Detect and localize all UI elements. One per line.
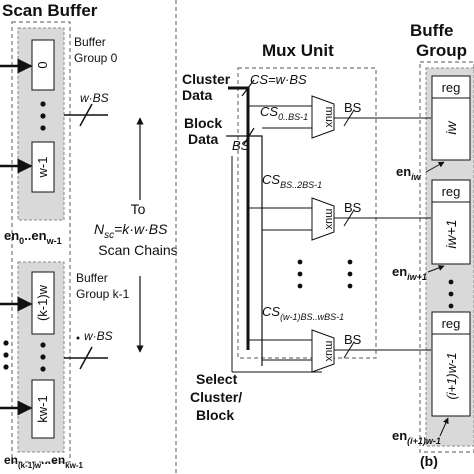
group0-label-2: Group 0 — [74, 51, 118, 65]
bus-slash — [79, 346, 93, 370]
en-iw1: eniw+1 — [392, 264, 427, 282]
block-line — [226, 135, 263, 366]
dot — [297, 271, 303, 277]
out-bs-3: BS — [344, 332, 362, 347]
cs0-label: CS0..BS-1 — [260, 104, 308, 122]
dot — [40, 125, 46, 131]
mux-3-label: mux — [323, 341, 335, 362]
out-bs-1: BS — [344, 100, 362, 115]
dot — [347, 283, 353, 289]
bus-width-top: w·BS — [80, 91, 109, 105]
buffer-cell-w-1-label: w-1 — [35, 157, 50, 179]
buffer-cell-0-label: 0 — [35, 61, 50, 68]
buffer-group-container — [419, 61, 474, 453]
buffer-group-title-1: Buffe — [410, 21, 453, 40]
scan-buffer-title: Scan Buffer — [2, 1, 98, 20]
to-label-1: To — [131, 201, 146, 217]
reg-iw1-label: iw+1 — [443, 219, 459, 248]
mux-unit-container — [237, 67, 377, 359]
cluster-data-2: Data — [182, 87, 213, 103]
slash — [343, 341, 355, 359]
reg-last-label: (i+1)w-1 — [444, 352, 459, 399]
dot — [3, 340, 9, 346]
buffer-cell-kw-1-label: kw-1 — [35, 395, 50, 422]
dot — [297, 259, 303, 265]
groupk-label-2: Group k-1 — [76, 287, 130, 301]
en-iw: eniw — [396, 164, 422, 182]
dot — [40, 342, 46, 348]
cluster-bus — [228, 86, 250, 350]
enable-bottom: en(k-1)w...enkw-1 — [4, 453, 83, 470]
buffer-cell-k-1-w-label: (k-1)w — [35, 284, 50, 321]
dot — [347, 259, 353, 265]
block-data-1: Block — [184, 115, 222, 131]
dot — [3, 352, 9, 358]
en-arrow — [425, 161, 445, 173]
reg-iw-label: iw — [443, 121, 459, 135]
mux-2-label: mux — [323, 209, 335, 230]
block-data-2: Data — [188, 131, 219, 147]
reg-iw1 — [431, 179, 471, 265]
dot — [347, 271, 353, 277]
dot — [448, 303, 454, 309]
buffer-group-title-2: Group — [416, 41, 467, 60]
cs2-label: CS(w-1)BS..wBS-1 — [262, 304, 344, 322]
slash — [343, 209, 355, 227]
dot — [297, 283, 303, 289]
panel-label: (b) — [420, 453, 438, 469]
bus-width-bottom: w·BS — [84, 329, 113, 343]
en-arrow — [427, 265, 445, 273]
select-label-1: Select — [196, 371, 238, 387]
slash — [343, 109, 355, 127]
reg-iw1-title: reg — [442, 184, 461, 199]
group0-label-1: Buffer — [74, 35, 106, 49]
enable-top: en0..enw-1 — [4, 228, 62, 246]
mux-unit-title: Mux Unit — [262, 41, 334, 60]
groupk-label-1: Buffer — [76, 271, 108, 285]
block-slash — [243, 127, 255, 145]
mux-3 — [311, 329, 335, 373]
to-label-2: Nsc=k·w·BS — [94, 221, 168, 241]
en-last: en(i+1)w-1 — [392, 428, 441, 446]
dot — [3, 364, 9, 370]
cluster-data-1: Cluster — [182, 71, 231, 87]
dot — [76, 336, 80, 340]
cs1-label: CSBS..2BS-1 — [262, 172, 322, 190]
select-label-3: Block — [196, 407, 234, 423]
reg-iw — [431, 75, 471, 161]
reg-last — [431, 311, 471, 417]
dot — [448, 291, 454, 297]
reg-last-title: reg — [442, 316, 461, 331]
mux-1-label: mux — [323, 107, 335, 128]
select-label-2: Cluster/ — [190, 389, 242, 405]
cs-formula: CS=w·BS — [250, 72, 307, 87]
bus-slash — [79, 103, 93, 127]
cluster-bus-slash — [241, 79, 255, 97]
en-arrow — [439, 417, 449, 437]
scan-buffer-container — [11, 21, 71, 463]
dot — [40, 366, 46, 372]
mux-2 — [311, 197, 335, 241]
mux-1 — [311, 95, 335, 139]
to-label-3: Scan Chains — [98, 242, 177, 258]
out-bs-2: BS — [344, 200, 362, 215]
dot — [40, 113, 46, 119]
dot — [448, 279, 454, 285]
dot — [40, 101, 46, 107]
dot — [40, 354, 46, 360]
reg-iw-title: reg — [442, 80, 461, 95]
